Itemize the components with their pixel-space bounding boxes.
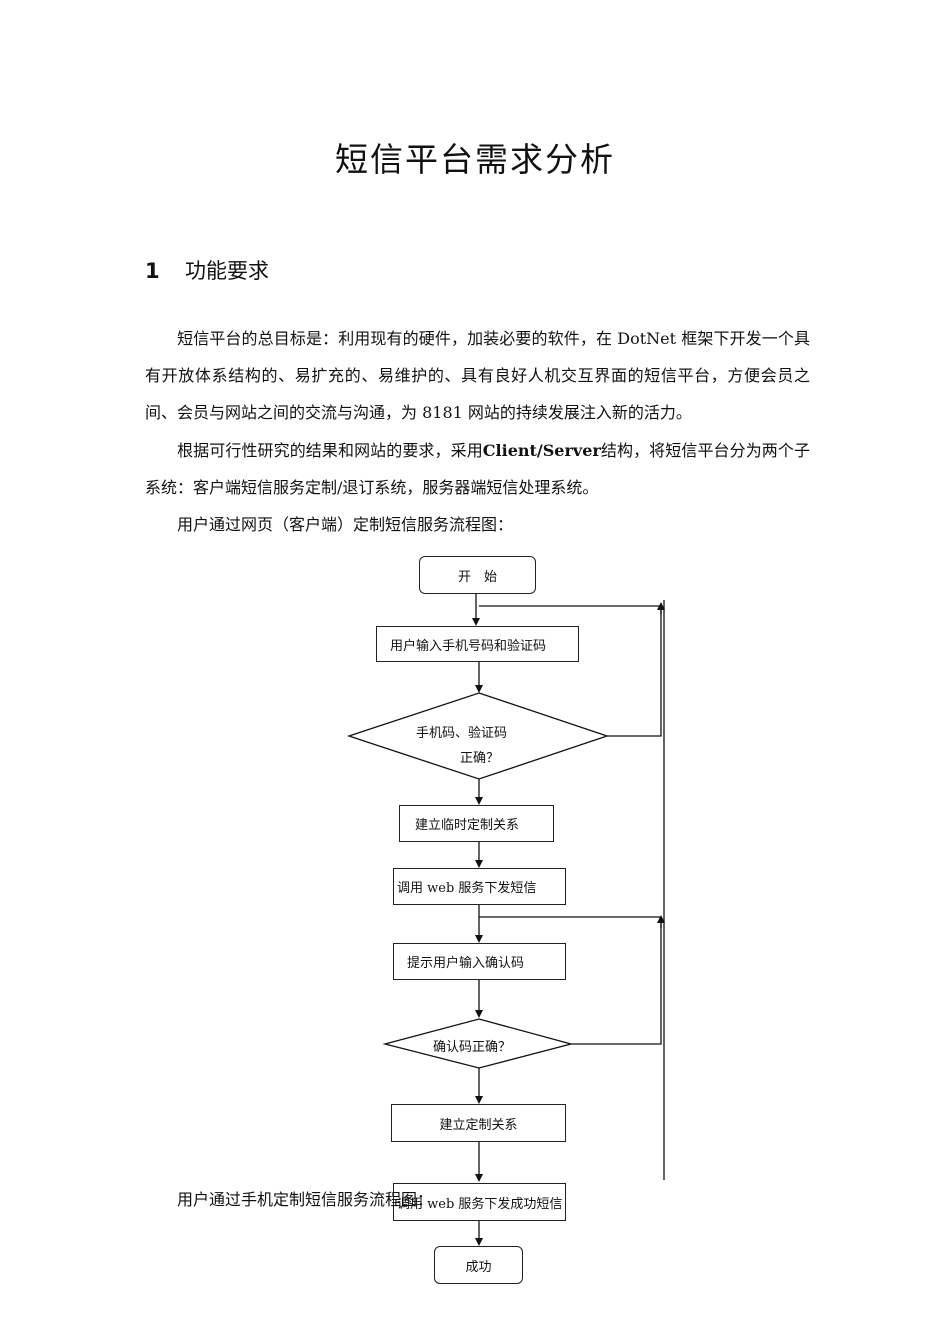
paragraph-goal-text: 短信平台的总目标是：利用现有的硬件，加装必要的软件，在 DotNet 框架下开发… (145, 329, 810, 422)
flow-build-relation: 建立定制关系 (391, 1104, 566, 1142)
paragraph-goal: 短信平台的总目标是：利用现有的硬件，加装必要的软件，在 DotNet 框架下开发… (145, 320, 810, 431)
section-heading: 1 功能要求 (145, 255, 269, 285)
flow-check-text-line1: 手机码、验证码 (416, 726, 508, 741)
flow-confirm-check-text: 确认码正确？ (433, 1040, 512, 1055)
flow-check-text-line2: 正确？ (460, 751, 500, 766)
loop-back-line-2 (571, 917, 662, 1045)
loop-back-line-1 (479, 605, 662, 737)
section-number: 1 (145, 259, 160, 283)
section-title: 功能要求 (185, 259, 269, 283)
paragraph-architecture-after: 结构，将短信平台分为两个子系统：客户端短信服务定制/退订系统，服务器端短信处理系… (145, 441, 810, 497)
flow-prompt-confirm: 提示用户输入确认码 (393, 943, 566, 980)
flow-call-web-send: 调用 web 服务下发短信 (393, 868, 566, 905)
caption-web-flow: 用户通过网页（客户端）定制短信服务流程图： (177, 515, 514, 534)
flow-call-success: 调用 web 服务下发成功短信 (393, 1183, 566, 1221)
flow-success: 成功 (434, 1246, 523, 1284)
paragraph-architecture-before: 根据可行性研究的结果和网站的要求，采用 (177, 441, 483, 460)
paragraph-architecture-bold: Client/Server (482, 441, 601, 460)
caption-mobile-flow: 用户通过手机定制短信服务流程图： (177, 1190, 434, 1209)
paragraph-architecture: 根据可行性研究的结果和网站的要求，采用Client/Server结构，将短信平台… (145, 432, 810, 506)
flow-input-phone: 用户输入手机号码和验证码 (376, 626, 579, 662)
flow-temp-relation: 建立临时定制关系 (399, 805, 554, 842)
page-title: 短信平台需求分析 (335, 140, 615, 179)
flow-start: 开 始 (419, 556, 536, 594)
